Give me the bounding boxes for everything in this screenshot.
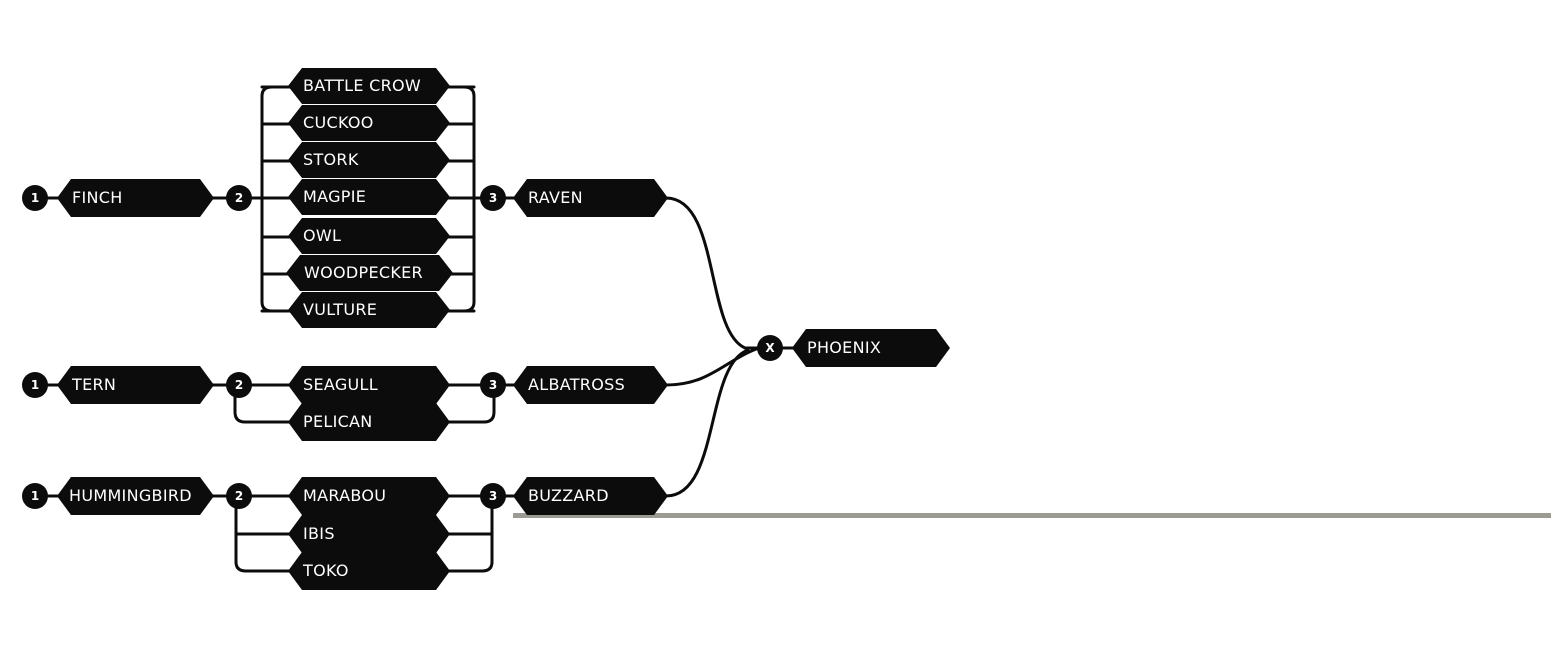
node-albatross[interactable]: ALBATROSS	[513, 366, 668, 404]
node-vulture[interactable]: VULTURE	[288, 292, 450, 328]
step-badge-3: 3	[480, 372, 506, 398]
step-badge-2: 2	[226, 185, 252, 211]
step-badge-x: X	[757, 335, 783, 361]
node-raven[interactable]: RAVEN	[513, 179, 668, 217]
step-badge-2: 2	[226, 483, 252, 509]
step-badge-2: 2	[226, 372, 252, 398]
step-badge-1: 1	[22, 372, 48, 398]
step-badge-3: 3	[480, 185, 506, 211]
node-cuckoo[interactable]: CUCKOO	[288, 105, 450, 141]
node-finch[interactable]: FINCH	[57, 179, 214, 217]
step-badge-1: 1	[22, 483, 48, 509]
node-stork[interactable]: STORK	[288, 142, 450, 178]
node-seagull[interactable]: SEAGULL	[288, 366, 450, 404]
node-woodpecker[interactable]: WOODPECKER	[286, 255, 453, 291]
node-battle-crow[interactable]: BATTLE CROW	[288, 68, 450, 104]
node-magpie[interactable]: MAGPIE	[288, 179, 450, 215]
baseline-divider	[513, 513, 1551, 518]
step-badge-1: 1	[22, 185, 48, 211]
step-badge-3: 3	[480, 483, 506, 509]
node-ibis[interactable]: IBIS	[288, 515, 450, 553]
node-pelican[interactable]: PELICAN	[288, 403, 450, 441]
node-hummingbird[interactable]: HUMMINGBIRD	[57, 477, 214, 515]
node-marabou[interactable]: MARABOU	[288, 477, 450, 515]
node-phoenix[interactable]: PHOENIX	[792, 329, 950, 367]
node-owl[interactable]: OWL	[288, 218, 450, 254]
node-tern[interactable]: TERN	[57, 366, 214, 404]
node-toko[interactable]: TOKO	[288, 552, 450, 590]
node-buzzard[interactable]: BUZZARD	[513, 477, 668, 515]
